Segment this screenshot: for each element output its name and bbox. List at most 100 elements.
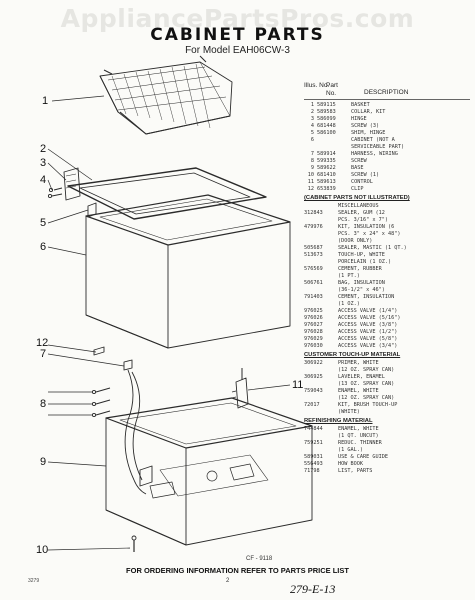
- section-row: 506761 BAG, INSULATION: [304, 280, 470, 287]
- part-no-cell: 312843: [304, 210, 323, 216]
- watermark: AppliancePartsPros.com: [60, 4, 415, 33]
- part-no-cell: [304, 367, 338, 374]
- part-no-cell: 556493: [304, 461, 323, 467]
- description-cell: (12 OZ. SPRAY CAN): [338, 395, 395, 401]
- description-cell: CEMENT, RUBBER: [338, 266, 382, 272]
- description-cell: (1 OZ.): [338, 301, 360, 307]
- collar-drawing: [67, 167, 267, 220]
- part-no-cell: [304, 409, 338, 416]
- header-rule: [304, 99, 470, 100]
- description-cell: KIT, BRUSH TOUCH-UP: [338, 402, 398, 408]
- part-no-cell: 759251: [304, 440, 323, 446]
- section-row: (1 GAL.): [304, 447, 470, 454]
- part-no-cell: 589031: [304, 454, 323, 460]
- page-number: 2: [226, 578, 230, 584]
- description-cell: ACCESS VALVE (3/4"): [338, 343, 398, 349]
- callout-9: 9: [40, 456, 47, 468]
- illus-no-cell: 8: [310, 158, 314, 164]
- illus-no-cell: 7: [310, 151, 314, 157]
- description-cell: REDUC. THINNER: [338, 440, 382, 446]
- description-cell: SEALER, MASTIC (1 QT.): [338, 245, 407, 251]
- description-cell: (1 PT.): [338, 273, 360, 279]
- description-cell: CABINET (NOT A: [351, 137, 395, 143]
- description-cell: LAVELER, ENAMEL: [338, 374, 385, 380]
- description-cell: (1 QT. UNCUT): [338, 433, 379, 439]
- illus-no-cell: 4: [310, 123, 314, 129]
- part-no-cell: 653839: [317, 186, 336, 192]
- part-no-cell: 976026: [304, 315, 323, 321]
- part-no-cell: 506761: [304, 280, 323, 286]
- description-cell: ENAMEL, WHITE: [338, 388, 379, 394]
- illus-no-cell: 3: [310, 116, 314, 122]
- part-no-cell: [304, 231, 338, 238]
- description-cell: PCS. 3" x 24" x 48"): [338, 231, 401, 237]
- part-no-cell: 586099: [317, 116, 336, 122]
- part-no-cell: 791403: [304, 294, 323, 300]
- leader-lines: [47, 95, 291, 551]
- description-cell: HINGE: [351, 116, 367, 122]
- description-cell: SCREW: [351, 158, 367, 164]
- screw-drawing: [131, 535, 137, 552]
- part-no-cell: [304, 287, 338, 294]
- description-cell: ACCESS VALVE (3/8"): [338, 322, 398, 328]
- part-no-cell: [304, 203, 338, 210]
- description-cell: ACCESS VALVE (1/2"): [338, 329, 398, 335]
- description-cell: (1 GAL.): [338, 447, 363, 453]
- illus-no-cell: 12: [307, 186, 314, 192]
- section-row: PCS. 3" x 24" x 48"): [304, 231, 470, 238]
- description-cell: CEMENT, INSULATION: [338, 294, 395, 300]
- description-cell: BASKET: [351, 102, 370, 108]
- part-no-cell: 589115: [317, 102, 336, 108]
- description-cell: (WHITE): [338, 409, 360, 415]
- parts-row: 6 CABINET (NOT A: [304, 137, 470, 144]
- page-code: 3279: [28, 578, 40, 584]
- part-no-cell: 681410: [317, 172, 336, 178]
- description-cell: (13 OZ. SPRAY CAN): [338, 381, 395, 387]
- illus-no-cell: 11: [307, 179, 314, 185]
- description-cell: PCS. 3/16" x 7"): [338, 217, 388, 223]
- description-cell: SEALER, GUM (12: [338, 210, 385, 216]
- callout-11: 11: [292, 379, 304, 391]
- part-no-cell: [317, 144, 351, 151]
- section-heading: (CABINET PARTS NOT ILLUSTRATED): [304, 195, 410, 201]
- part-no-cell: 759043: [304, 388, 323, 394]
- parts-row: SERVICEABLE PART): [304, 144, 470, 151]
- handwritten-note: 279-E-13: [290, 582, 336, 596]
- part-no-cell: [317, 137, 351, 144]
- section-row: 759251 REDUC. THINNER: [304, 440, 470, 447]
- illus-no-cell: 1: [310, 102, 314, 108]
- section-row: 576569 CEMENT, RUBBER: [304, 266, 470, 273]
- part-no-cell: [304, 395, 338, 402]
- header-part-no: Part No.: [326, 82, 338, 97]
- description-cell: BAG, INSULATION: [338, 280, 385, 286]
- section-heading: CUSTOMER TOUCH-UP MATERIAL: [304, 352, 401, 358]
- part-no-cell: 576569: [304, 266, 323, 272]
- illus-no-cell: 10: [307, 172, 314, 178]
- section-row: PCS. 3/16" x 7"): [304, 217, 470, 224]
- callout-3: 3: [40, 157, 47, 169]
- illus-no-cell: 6: [310, 137, 314, 143]
- description-cell: CLIP: [351, 186, 364, 192]
- part-no-cell: 976029: [304, 336, 323, 342]
- page-title: CABINET PARTS: [150, 25, 325, 45]
- description-cell: PORCELAIN (1 OZ.): [338, 259, 392, 265]
- callout-7: 7: [40, 348, 47, 360]
- description-cell: SERVICEABLE PART): [351, 144, 405, 150]
